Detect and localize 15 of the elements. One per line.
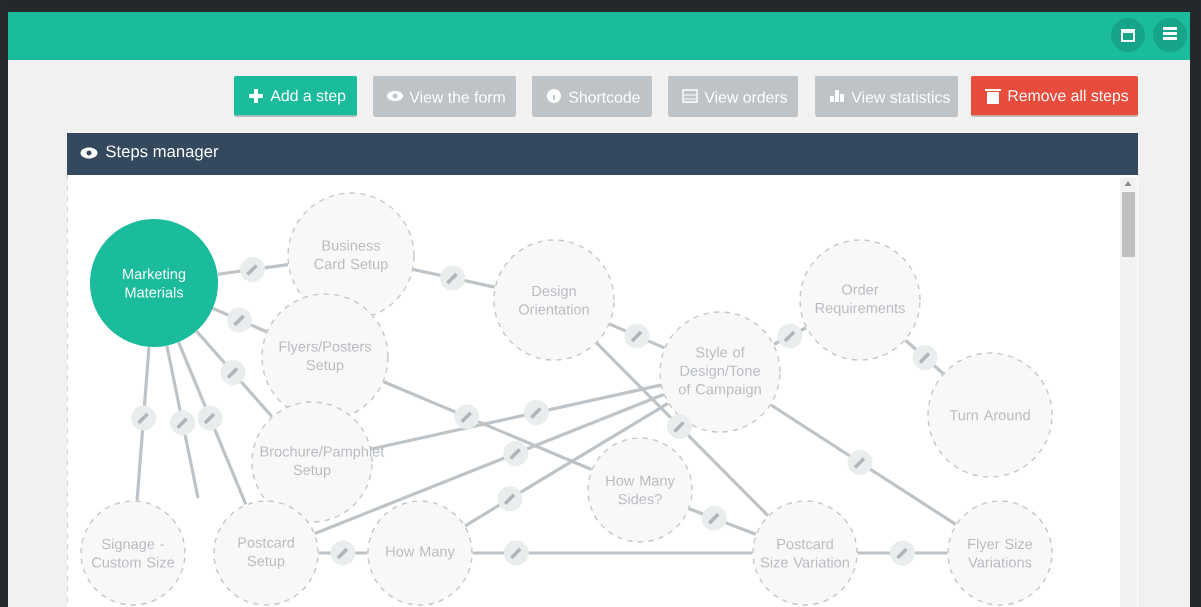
connector: [370, 383, 662, 451]
connector: [177, 341, 248, 505]
button: View statistics: [815, 76, 958, 117]
panel-header: Steps manager: [67, 133, 1138, 175]
connector: [770, 403, 957, 526]
connector: [595, 342, 769, 517]
button: View orders: [668, 76, 798, 117]
button: View the form: [373, 76, 516, 117]
button: Shortcode: [532, 76, 652, 117]
connector: [464, 402, 669, 528]
button: Remove all steps: [971, 76, 1138, 117]
connector: [314, 393, 665, 535]
connector: [472, 551, 753, 555]
button: Add a step: [234, 76, 357, 117]
connector: [383, 380, 593, 471]
